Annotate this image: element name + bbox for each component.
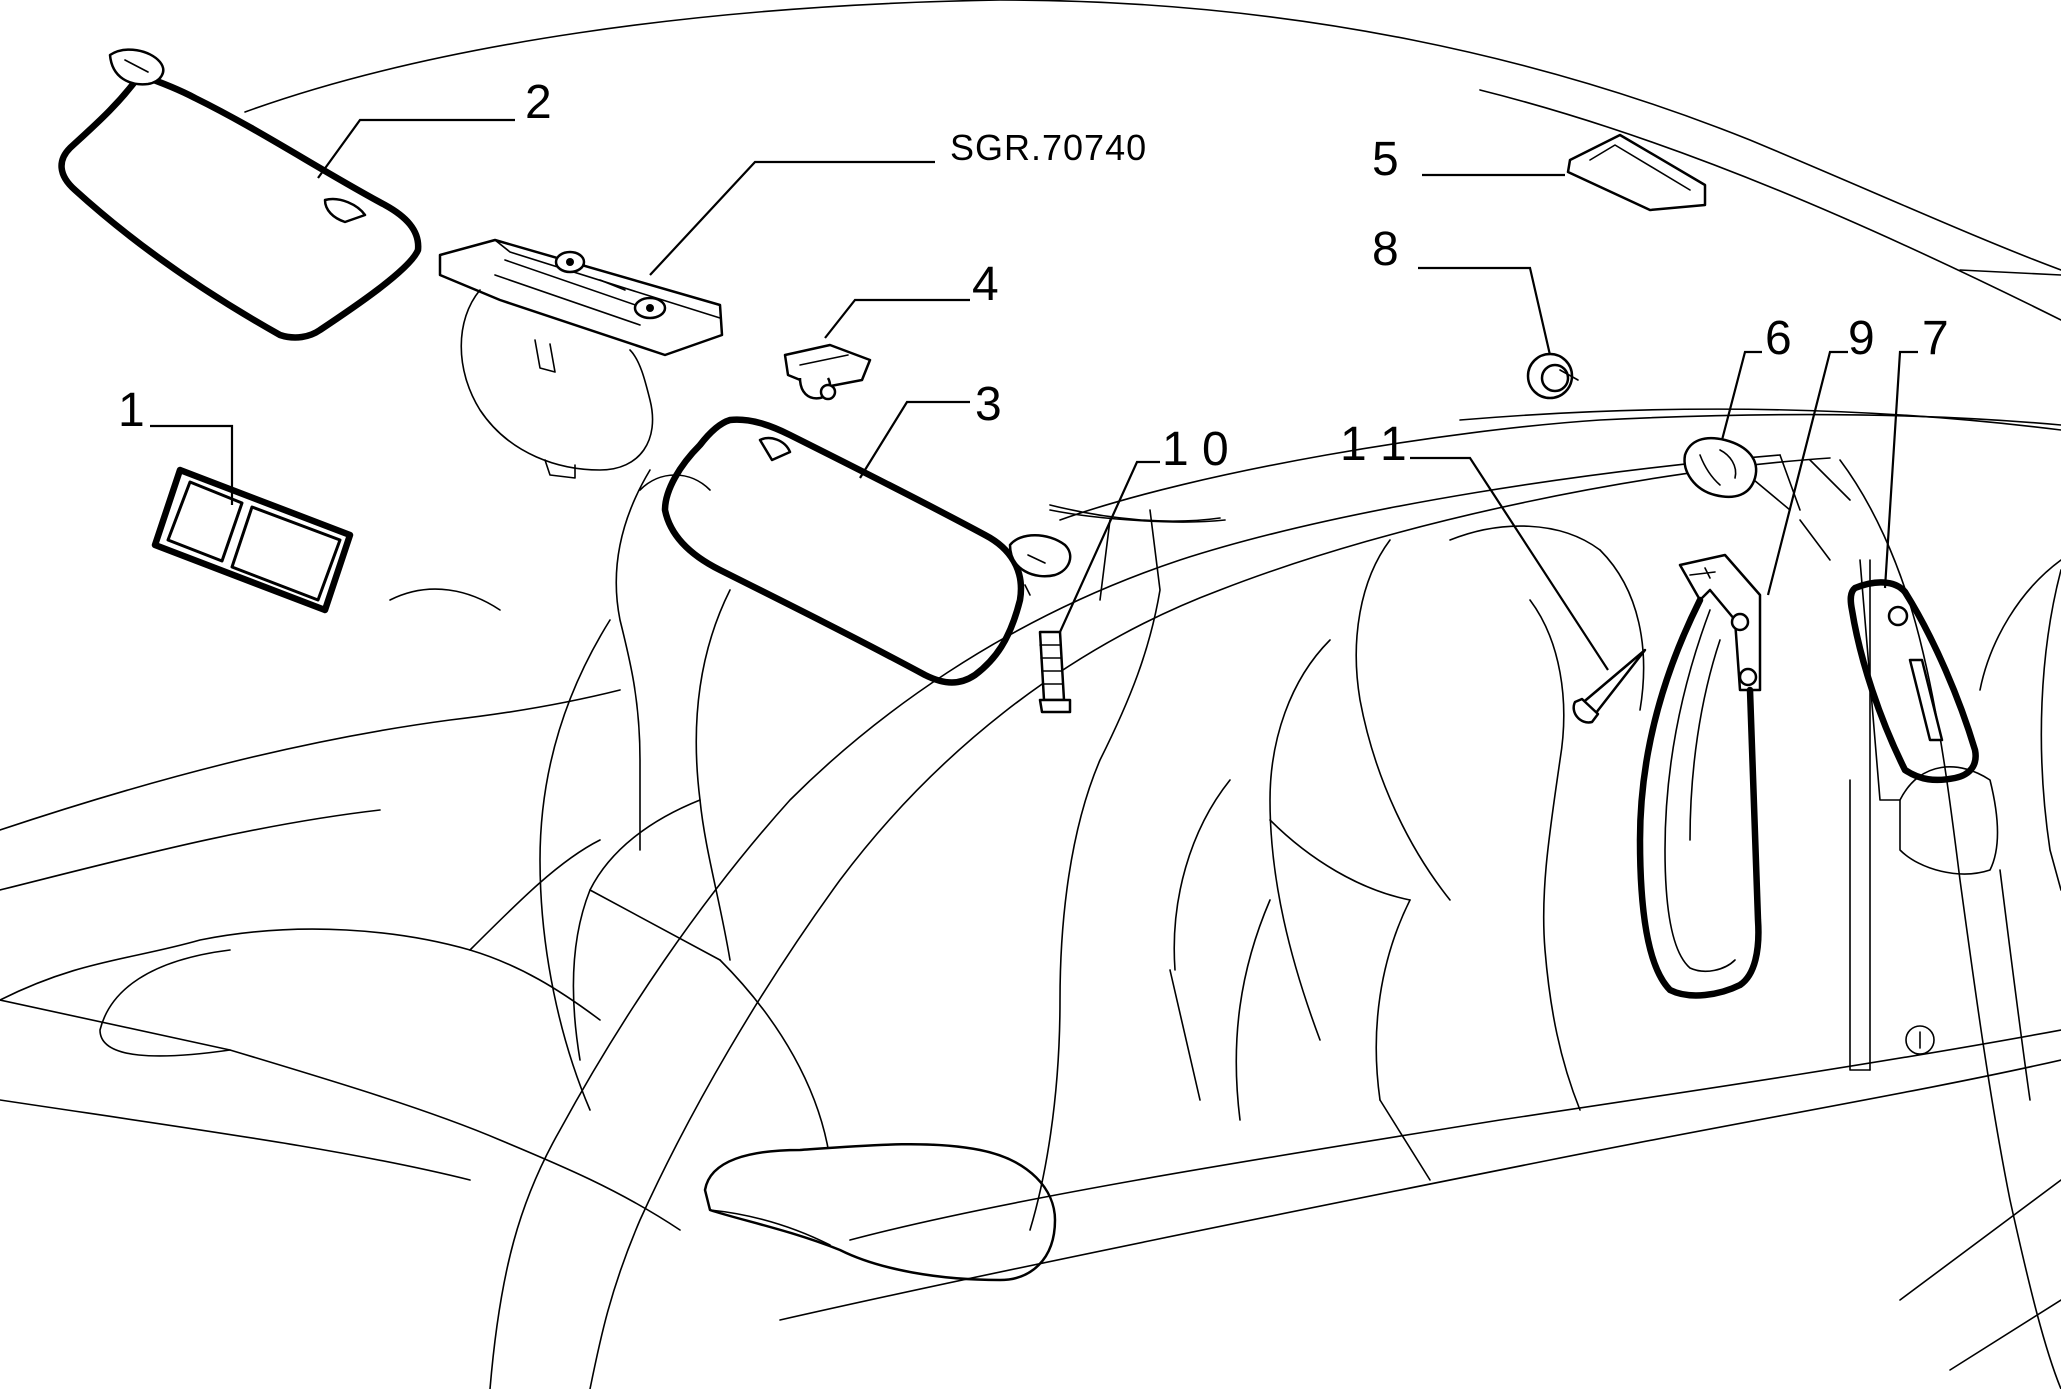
callout-1: 1: [118, 384, 145, 437]
part-11-screw: [1572, 648, 1647, 724]
part-4-clip: [783, 343, 872, 401]
part-9-grab-strap: [1636, 553, 1762, 999]
callout-5: 5: [1372, 133, 1399, 186]
callout-4: 4: [972, 258, 999, 311]
callout-9: 9: [1848, 312, 1875, 365]
part-7-coat-hook: [1847, 579, 1979, 784]
part-1-vanity-mirror: [151, 466, 354, 614]
callout-7: 7: [1922, 312, 1949, 365]
part-3-sun-visor: [661, 416, 1072, 686]
part-5-dome-light: [1566, 133, 1707, 212]
part-10-screw: [1038, 630, 1072, 714]
callout-11: 1 1: [1340, 418, 1407, 471]
part-8-button: [1526, 352, 1579, 400]
reference-code: SGR.70740: [950, 127, 1147, 168]
part-sgr-bracket-assembly: [438, 238, 724, 479]
leader-lines: [150, 118, 1918, 671]
callout-8: 8: [1372, 223, 1399, 276]
callout-labels: 1 2 3 4 5 6 7 8 9 1 0 1 1 SGR.70740: [118, 76, 1949, 476]
part-2-sun-visor: [58, 48, 422, 341]
callout-10: 1 0: [1162, 423, 1229, 476]
part-6-cap: [1683, 436, 1758, 499]
callout-6: 6: [1765, 312, 1792, 365]
callout-3: 3: [975, 378, 1002, 431]
callout-2: 2: [525, 76, 552, 129]
